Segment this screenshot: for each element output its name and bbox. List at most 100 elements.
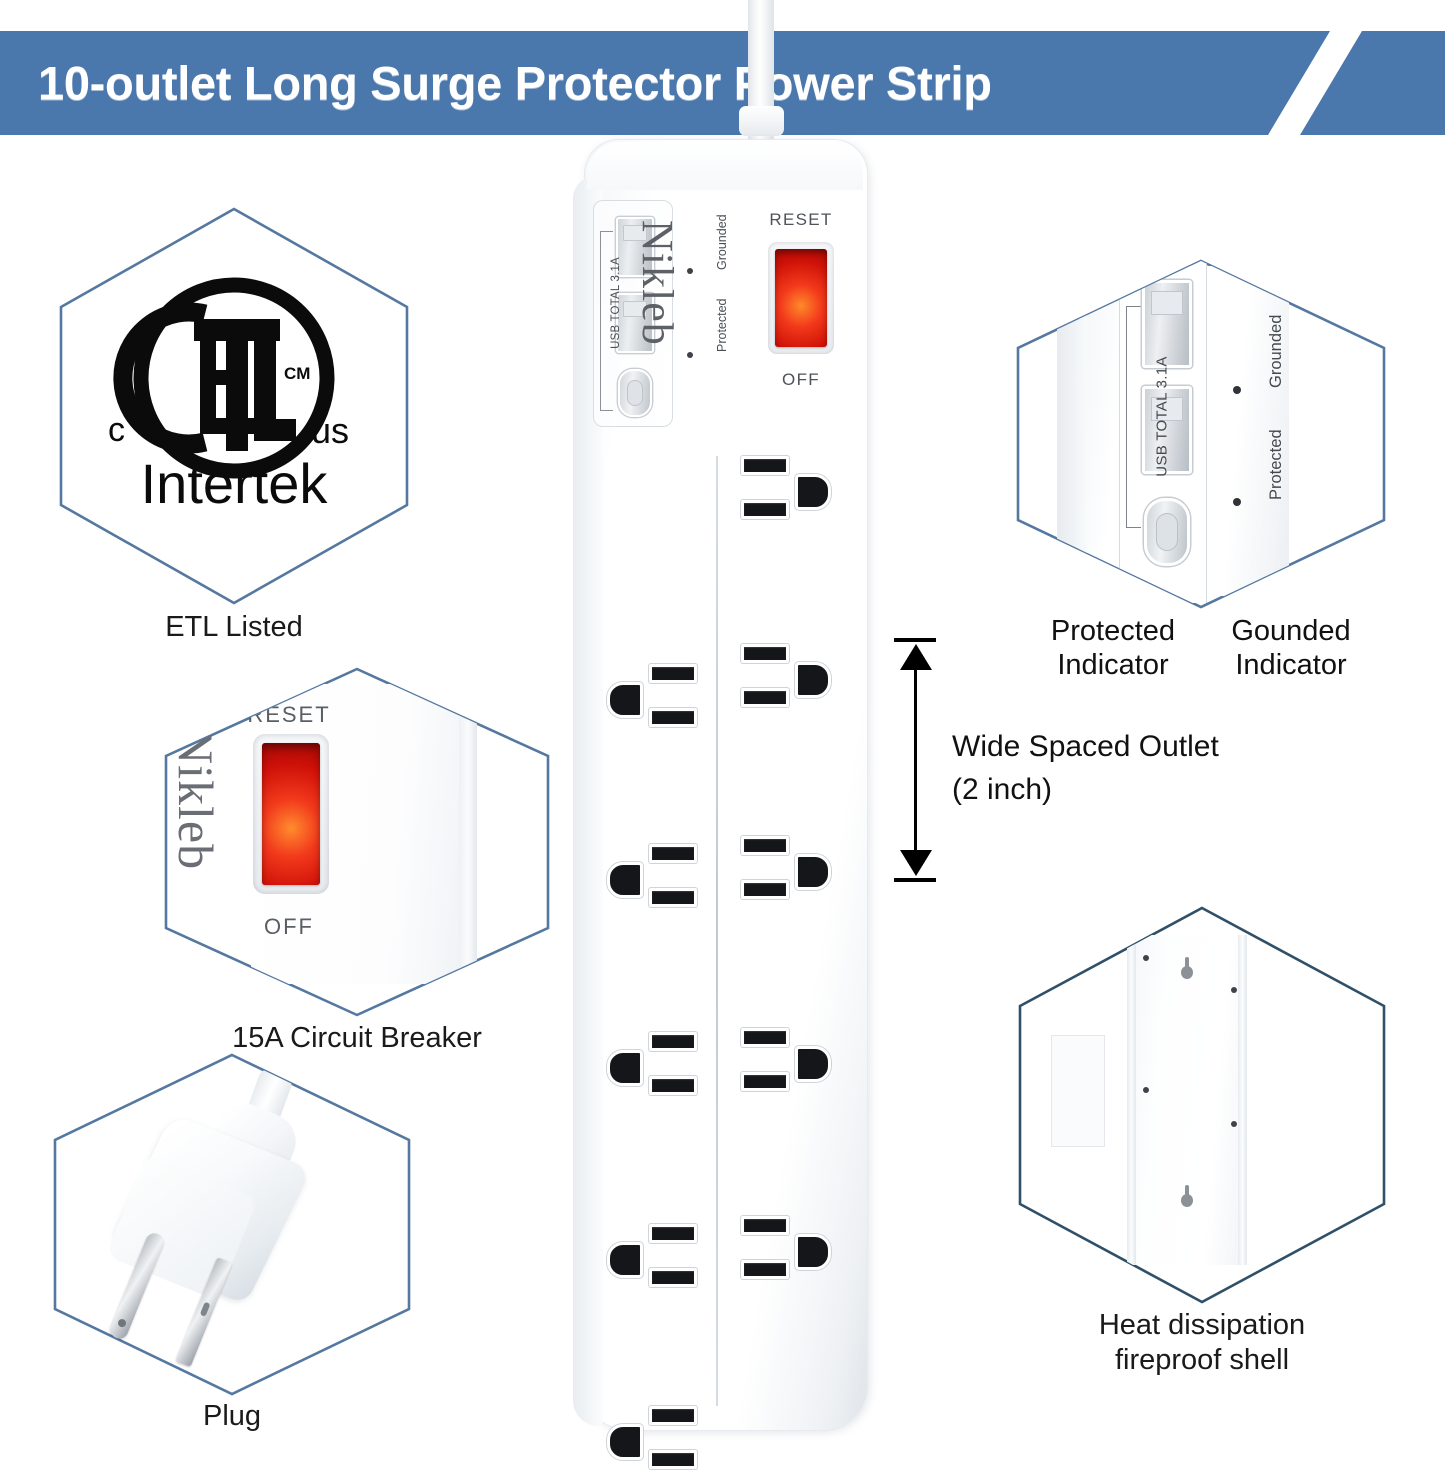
outlet-ground-slot [795, 474, 831, 510]
outlet-left-5[interactable] [607, 1402, 703, 1476]
keyhole-round [1181, 1194, 1193, 1207]
usb-c-port[interactable] [618, 369, 652, 417]
outlet-blade-slot [741, 1028, 789, 1047]
caption-grounded-line1: Gounded [1231, 615, 1351, 647]
svg-text:Intertek: Intertek [141, 452, 329, 515]
outlet-ground-slot [607, 1424, 643, 1460]
usb-group-bracket [600, 231, 613, 411]
outlet-right-2[interactable] [735, 640, 831, 714]
outlet-blade-slot [741, 644, 789, 663]
outlet-column-divider [716, 456, 718, 1406]
feature-usb-indicators: USB TOTAL 3.1A Grounded Protected Protec… [1015, 258, 1387, 681]
usb-closeup-bevel [1057, 280, 1087, 580]
outlet-blade-slot [741, 880, 789, 899]
feature-heat-dissipation: Heat dissipation fireproof shell [1017, 905, 1387, 1376]
outlet-ground-slot [607, 1242, 643, 1278]
screw-hole-3 [1143, 1087, 1149, 1093]
arrow-shaft [914, 652, 917, 857]
header-banner: 10-outlet Long Surge Protector Power Str… [0, 31, 1445, 135]
grounded-indicator-label-closeup: Grounded [1267, 314, 1285, 388]
usb-closeup-photo: USB TOTAL 3.1A Grounded Protected [1018, 261, 1384, 607]
keyhole-mount-bottom [1181, 1185, 1193, 1209]
breaker-rocker-switch[interactable] [262, 743, 320, 885]
outlet-ground-slot [795, 1046, 831, 1082]
outlet-ground-slot [607, 862, 643, 898]
arrow-bottom-cap [894, 878, 936, 882]
keyhole-slot [1185, 1185, 1189, 1198]
arrow-top-cap [894, 638, 936, 642]
svg-text:us: us [311, 410, 349, 451]
breaker-off-label: OFF [264, 914, 314, 939]
protected-indicator-label: Protected [715, 298, 729, 352]
svg-text:CM: CM [284, 364, 310, 383]
grounded-indicator-dot [687, 268, 693, 274]
feature-plug: Plug [52, 1052, 412, 1432]
usb-port-bay: USB TOTAL 3.1A [593, 200, 673, 427]
shell-back-panel [1127, 935, 1247, 1265]
usb-a-port-2[interactable] [616, 293, 654, 353]
outlet-blade-slot [649, 1224, 697, 1243]
grounded-indicator-dot-closeup [1233, 386, 1241, 394]
outlet-ground-slot [795, 854, 831, 890]
strip-top-face [587, 142, 863, 190]
usb-closeup-bay: USB TOTAL 3.1A [1119, 261, 1207, 603]
feature-caption-grounded-indicator: Gounded Indicator [1191, 614, 1391, 682]
grounded-indicator-label: Grounded [715, 214, 729, 270]
wide-spacing-callout: Wide Spaced Outlet (2 inch) [880, 630, 1310, 890]
outlet-ground-slot [795, 662, 831, 698]
breaker-photo: Nikleb RESET OFF [166, 669, 548, 1015]
outlet-left-2[interactable] [607, 840, 703, 914]
feature-caption-etl: ETL Listed [165, 611, 303, 643]
caption-protected-line2: Indicator [1057, 649, 1169, 682]
outlet-blade-slot [649, 844, 697, 863]
product-brand-text: Nikleb [633, 220, 682, 346]
shell-rail-right [1238, 935, 1247, 1265]
outlet-blade-slot [741, 688, 789, 707]
outlet-left-1[interactable] [607, 660, 703, 734]
screw-hole-2 [1231, 987, 1237, 993]
hexagon-outline-breaker [164, 667, 550, 1017]
usb-a-port-2-closeup[interactable] [1142, 386, 1192, 474]
keyhole-slot [1185, 957, 1189, 970]
reset-rocker-switch[interactable] [775, 249, 827, 347]
feature-etl-listed: CM c us Intertek ETL Listed [58, 206, 410, 643]
usb-c-port-closeup[interactable] [1144, 498, 1190, 566]
shell-caption-line1: Heat dissipation [1098, 1309, 1306, 1341]
caption-protected-line1: Protected [1050, 615, 1176, 647]
arrow-head-down-icon [900, 850, 932, 876]
wide-spacing-line1: Wide Spaced Outlet [952, 730, 1219, 763]
shell-caption-line2: fireproof shell [1114, 1344, 1290, 1377]
outlet-right-1[interactable] [735, 452, 831, 526]
shell-rail-left [1127, 935, 1136, 1265]
protected-indicator-dot-closeup [1233, 498, 1241, 506]
outlet-blade-slot [649, 1406, 697, 1425]
outlet-right-4[interactable] [735, 1024, 831, 1098]
screw-hole-1 [1143, 955, 1149, 961]
feature-caption-plug: Plug [202, 1400, 262, 1432]
outlet-blade-slot [741, 500, 789, 519]
power-strip-product: USB TOTAL 3.1A Grounded Protected Nikleb… [565, 0, 885, 1469]
outlet-blade-slot [649, 1450, 697, 1469]
shell-label-plate [1051, 1035, 1105, 1147]
page-title: 10-outlet Long Surge Protector Power Str… [38, 56, 992, 110]
banner-accent-shape [1300, 31, 1445, 135]
outlet-right-5[interactable] [735, 1212, 831, 1286]
circuit-breaker-switch-group: RESET OFF [753, 210, 849, 390]
usb-a-port-1[interactable] [616, 217, 654, 277]
feature-caption-protected-indicator: Protected Indicator [1013, 614, 1213, 682]
outlet-left-3[interactable] [607, 1028, 703, 1102]
outlet-blade-slot [741, 1216, 789, 1235]
outlet-blade-slot [649, 1076, 697, 1095]
outlet-ground-slot [795, 1234, 831, 1270]
keyhole-mount-top [1181, 957, 1193, 981]
wide-spacing-line2: (2 inch) [952, 772, 1053, 806]
outlet-left-4[interactable] [607, 1220, 703, 1294]
outlet-blade-slot [649, 664, 697, 683]
outlet-right-3[interactable] [735, 832, 831, 906]
outlet-blade-slot [741, 456, 789, 475]
hexagon-outline-plug [53, 1053, 411, 1396]
svg-text:c: c [108, 411, 125, 449]
usb-a-port-1-closeup[interactable] [1142, 280, 1192, 368]
power-cord-collar [739, 106, 784, 136]
hexagon-outline-usb [1016, 259, 1386, 609]
